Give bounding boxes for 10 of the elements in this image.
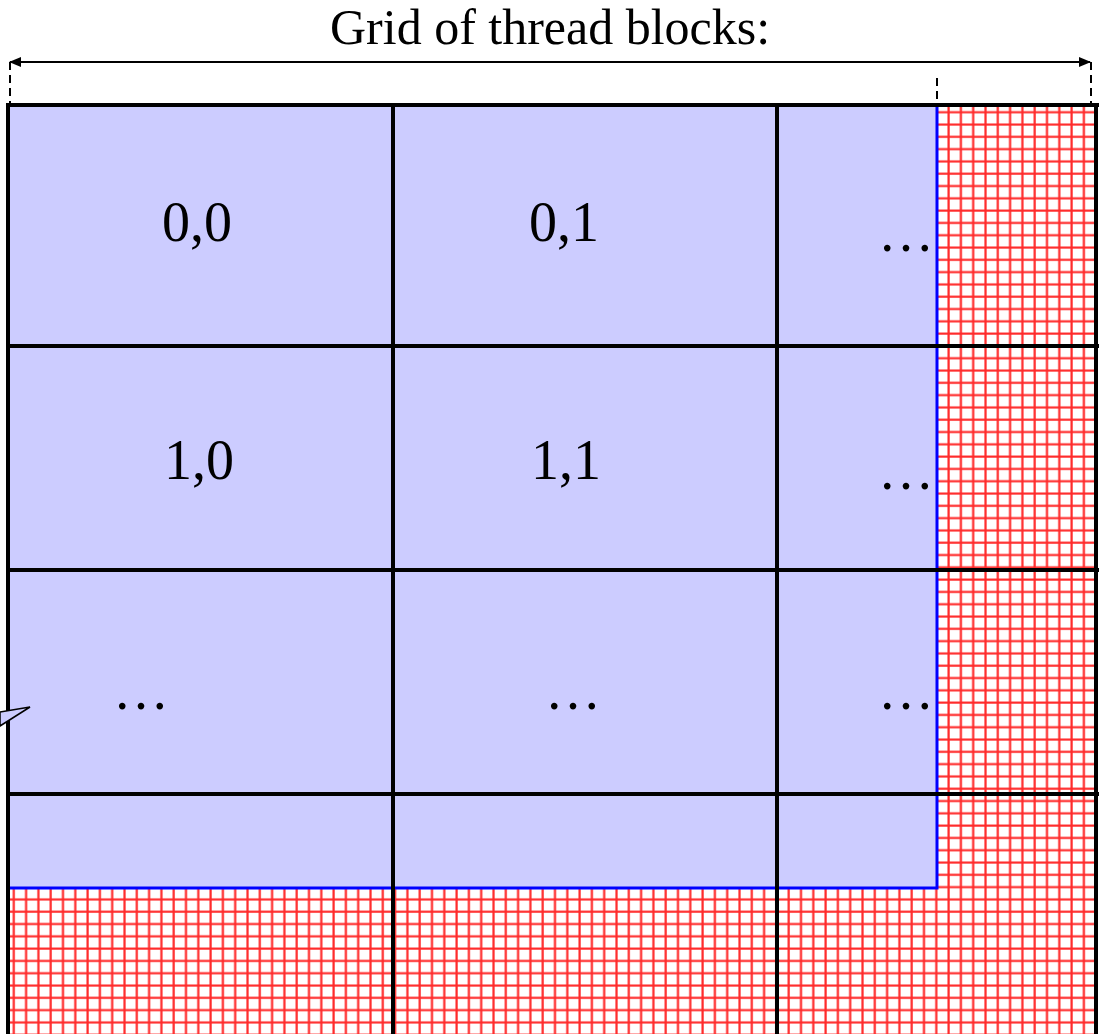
block-index-label: 0,1	[529, 192, 599, 252]
block-index-label: …	[113, 660, 169, 720]
block-index-label: …	[878, 202, 934, 262]
block-index-label: 0,0	[162, 192, 232, 252]
block-index-label: …	[878, 660, 934, 720]
block-index-label: 1,0	[164, 430, 234, 490]
block-index-label: …	[545, 660, 601, 720]
block-index-label: …	[878, 440, 934, 500]
block-index-label: 1,1	[531, 430, 601, 490]
diagram-title: Grid of thread blocks:	[330, 0, 771, 54]
